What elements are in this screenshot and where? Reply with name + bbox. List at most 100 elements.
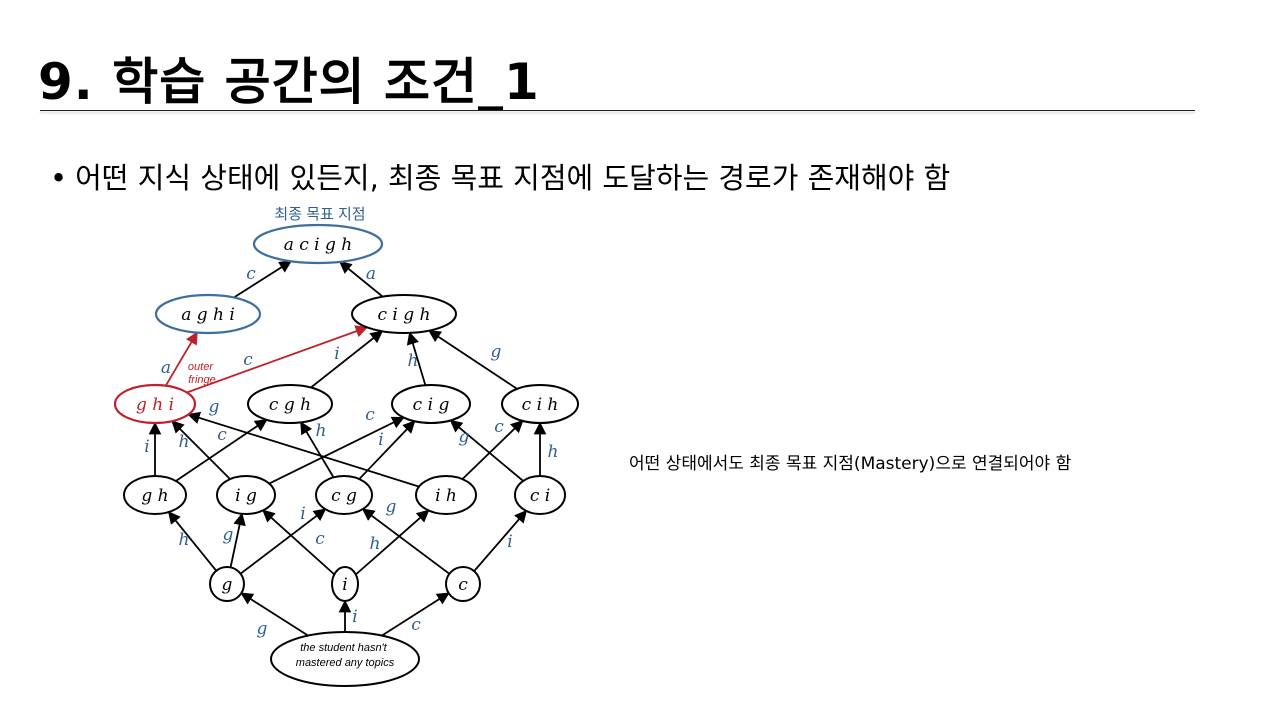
edge-label-ig-to-cig: c <box>365 405 375 425</box>
edge-c-to-cg <box>361 508 450 575</box>
node-shape-cig <box>391 384 471 424</box>
start-state-line-2: mastered any topics <box>296 657 395 669</box>
edge-ig-to-cig <box>268 416 405 485</box>
edge-label-cigh-to-acigh: a <box>366 264 376 284</box>
edge-label-cg-to-cgh: h <box>316 421 327 441</box>
node-cigh: c i g h <box>351 294 457 334</box>
node-label-cig: c i g <box>413 395 450 415</box>
edge-label-ih-to-ghi: g <box>209 397 220 417</box>
edge-start-to-c <box>381 592 450 637</box>
node-shape-g <box>209 566 245 602</box>
edge-c-to-ci <box>473 509 528 572</box>
edge-label-g-to-cg: c <box>315 529 325 549</box>
edge-label-ci-to-cig: g <box>459 427 470 447</box>
node-shape-cih <box>501 384 579 424</box>
node-cih: c i h <box>501 384 579 424</box>
node-shape-acigh <box>252 223 384 265</box>
node-ci: c i <box>514 475 566 515</box>
node-label-ci: c i <box>530 486 550 506</box>
outer-fringe-line-1: outer <box>188 361 214 373</box>
goal-caption: 최종 목표 지점 <box>274 206 365 223</box>
edge-ghi-to-aghi <box>164 331 198 387</box>
outer-fringe-line-2: fringe <box>188 374 216 386</box>
node-shape-start <box>270 631 420 687</box>
side-note: 어떤 상태에서도 최종 목표 지점(Mastery)으로 연결되어야 함 <box>629 454 1072 474</box>
edge-gh-to-cgh <box>175 419 268 482</box>
edge-label-aghi-to-acigh: c <box>246 264 256 284</box>
node-start <box>270 631 420 687</box>
edge-cg-to-cig <box>358 420 416 480</box>
node-shape-aghi <box>154 293 262 335</box>
edge-ghi-to-cigh <box>186 325 369 394</box>
edge-ig-to-ghi <box>171 420 231 480</box>
edge-i-to-ig <box>262 509 335 576</box>
start-state-label: the student hasn't mastered any topics <box>296 642 395 669</box>
edge-label-ih-to-cih: c <box>494 417 504 437</box>
edge-label-i-to-ig: g <box>223 525 234 545</box>
node-label-cih: c i h <box>522 395 559 415</box>
edge-label-cg-to-cig: i <box>378 430 383 450</box>
edge-aghi-to-acigh <box>233 260 293 299</box>
bullet-text: 어떤 지식 상태에 있든지, 최종 목표 지점에 도달하는 경로가 존재해야 함 <box>75 161 951 195</box>
node-shape-ih <box>415 475 477 515</box>
edge-cigh-to-acigh <box>338 261 384 298</box>
node-shape-i <box>331 566 359 602</box>
node-shape-ghi <box>113 383 197 425</box>
edge-label-cih-to-cigh: g <box>491 342 502 362</box>
bullet-dot: • <box>50 161 68 195</box>
node-shape-cgh <box>247 384 333 424</box>
outer-fringe-label: outer fringe <box>188 361 216 386</box>
edge-label-start-to-c: c <box>411 615 421 635</box>
slide-title: 9. 학습 공간의 조건_1 <box>38 53 540 111</box>
edge-label-gh-to-cgh: c <box>217 425 227 445</box>
edge-label-g-to-ig: i <box>300 504 305 524</box>
node-ghi: g h i <box>113 383 197 425</box>
node-label-acigh: a c i g h <box>284 235 353 255</box>
edge-label-gh-to-ghi: i <box>144 437 149 457</box>
annotations-layer: 최종 목표 지점 outer fringe the student hasn't… <box>188 206 395 669</box>
bullet-point: •어떤 지식 상태에 있든지, 최종 목표 지점에 도달하는 경로가 존재해야 … <box>50 155 950 197</box>
node-label-i: i <box>342 575 347 595</box>
edge-g-to-ig <box>229 512 246 568</box>
edge-label-ig-to-ghi: h <box>179 432 190 452</box>
node-shape-c <box>445 566 481 602</box>
node-cgh: c g h <box>247 384 333 424</box>
edge-label-g-to-gh: h <box>179 530 190 550</box>
node-label-cgh: c g h <box>269 395 311 415</box>
edge-cih-to-cigh <box>428 329 518 390</box>
node-i: i <box>331 566 359 602</box>
node-label-gh: g h <box>141 486 168 506</box>
node-c: c <box>445 566 481 602</box>
node-label-g: g <box>222 575 233 595</box>
edge-cg-to-cgh <box>300 421 335 478</box>
node-aghi: a g h i <box>154 293 262 335</box>
node-label-aghi: a g h i <box>181 305 235 325</box>
node-ih: i h <box>415 475 477 515</box>
edge-label-c-to-ci: i <box>507 532 512 552</box>
node-shape-cg <box>315 475 373 515</box>
edge-cig-to-cigh <box>406 331 427 386</box>
node-g: g <box>209 566 245 602</box>
edge-ih-to-ghi <box>187 411 420 488</box>
node-shape-ci <box>514 475 566 515</box>
node-label-ih: i h <box>435 486 457 506</box>
start-state-line-1: the student hasn't <box>300 642 387 654</box>
edge-label-i-to-ih: h <box>370 534 381 554</box>
edge-ih-to-cih <box>461 420 524 480</box>
node-label-ghi: g h i <box>136 395 174 415</box>
node-shape-ig <box>216 475 276 515</box>
edge-g-to-gh <box>167 511 218 572</box>
node-cg: c g <box>315 475 373 515</box>
edge-label-start-to-i: i <box>352 607 357 627</box>
node-ig: i g <box>216 475 276 515</box>
edge-g-to-cg <box>239 508 327 575</box>
edge-i-to-ih <box>355 509 430 576</box>
node-acigh: a c i g h <box>252 223 384 265</box>
node-label-c: c <box>458 575 468 595</box>
edge-label-ghi-to-cigh: c <box>243 350 253 370</box>
node-shape-cigh <box>351 294 457 334</box>
edge-label-c-to-cg: g <box>386 497 397 517</box>
